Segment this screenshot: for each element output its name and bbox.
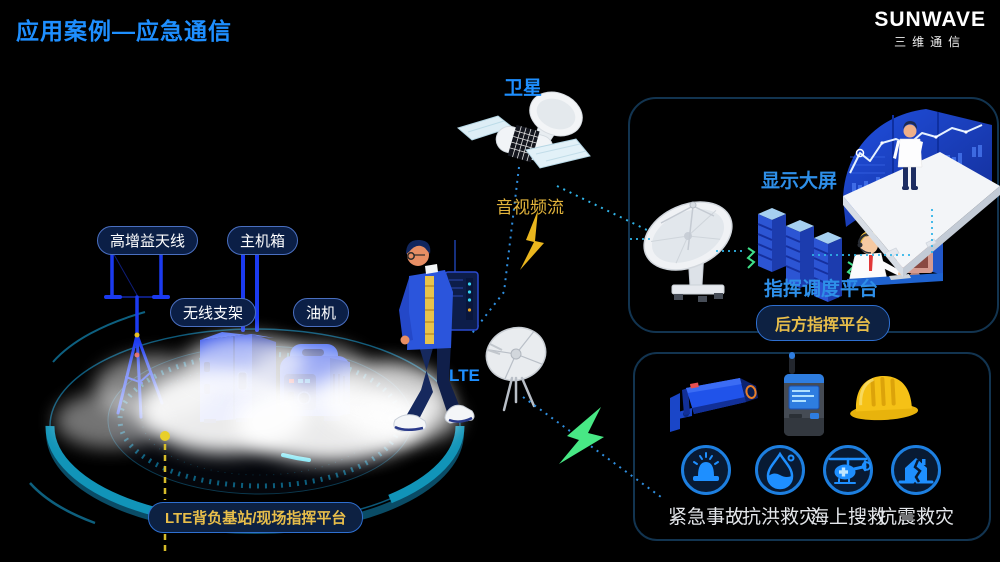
server-stack-icon	[746, 208, 856, 302]
field-operator-illustration	[393, 239, 479, 432]
scenario-label: 紧急事故	[667, 507, 744, 528]
scenario-item: 抗震救灾	[874, 443, 958, 529]
brand-logo: SUNWAVE 三维通信	[874, 8, 986, 50]
satellite-icon	[456, 91, 591, 169]
page-title: 应用案例—应急通信	[16, 18, 232, 44]
camera-icon	[670, 378, 758, 432]
lightning-bolt-yellow-icon	[520, 210, 544, 270]
scenario-item: 海上搜救	[806, 443, 890, 529]
generator-pill-label: 油机	[293, 298, 350, 327]
scenario-panel	[633, 352, 991, 541]
water-drop-icon	[755, 445, 805, 495]
scenario-item: 抗洪救灾	[738, 443, 822, 529]
walkie-talkie-icon	[784, 352, 824, 436]
lte-label: LTE	[449, 366, 480, 385]
portable-dish-icon	[485, 326, 547, 412]
brand-logo-text: SUNWAVE	[874, 8, 986, 31]
dispatch-platform-label: 指挥调度平台	[764, 279, 879, 300]
house-crack-icon	[891, 445, 941, 495]
lightning-bolt-green-icon	[559, 407, 604, 464]
siren-icon	[681, 445, 731, 495]
display-wall-illustration	[843, 109, 1000, 277]
antenna-pill-label: 高增益天线	[97, 226, 199, 255]
scenario-label: 抗洪救灾	[741, 507, 818, 528]
satellite-label: 卫星	[504, 78, 543, 99]
display-wall-label: 显示大屏	[761, 171, 838, 192]
scenario-label: 海上搜救	[809, 507, 886, 528]
bracket-pill-label: 无线支架	[170, 298, 257, 327]
helmet-icon	[850, 376, 919, 421]
site-platform-pill-label: LTE背负基站/现场指挥平台	[148, 502, 364, 533]
ground-station-dish-icon	[643, 201, 733, 302]
stream-label: 音视频流	[496, 198, 564, 217]
marker-dot	[160, 431, 170, 441]
helicopter-icon	[823, 445, 873, 495]
brand-subtitle: 三维通信	[894, 35, 967, 49]
chassis-pill-label: 主机箱	[227, 226, 299, 255]
scenario-item: 紧急事故	[664, 443, 748, 529]
scenario-label: 抗震救灾	[877, 507, 954, 528]
rear-platform-pill-label: 后方指挥平台	[756, 305, 891, 341]
